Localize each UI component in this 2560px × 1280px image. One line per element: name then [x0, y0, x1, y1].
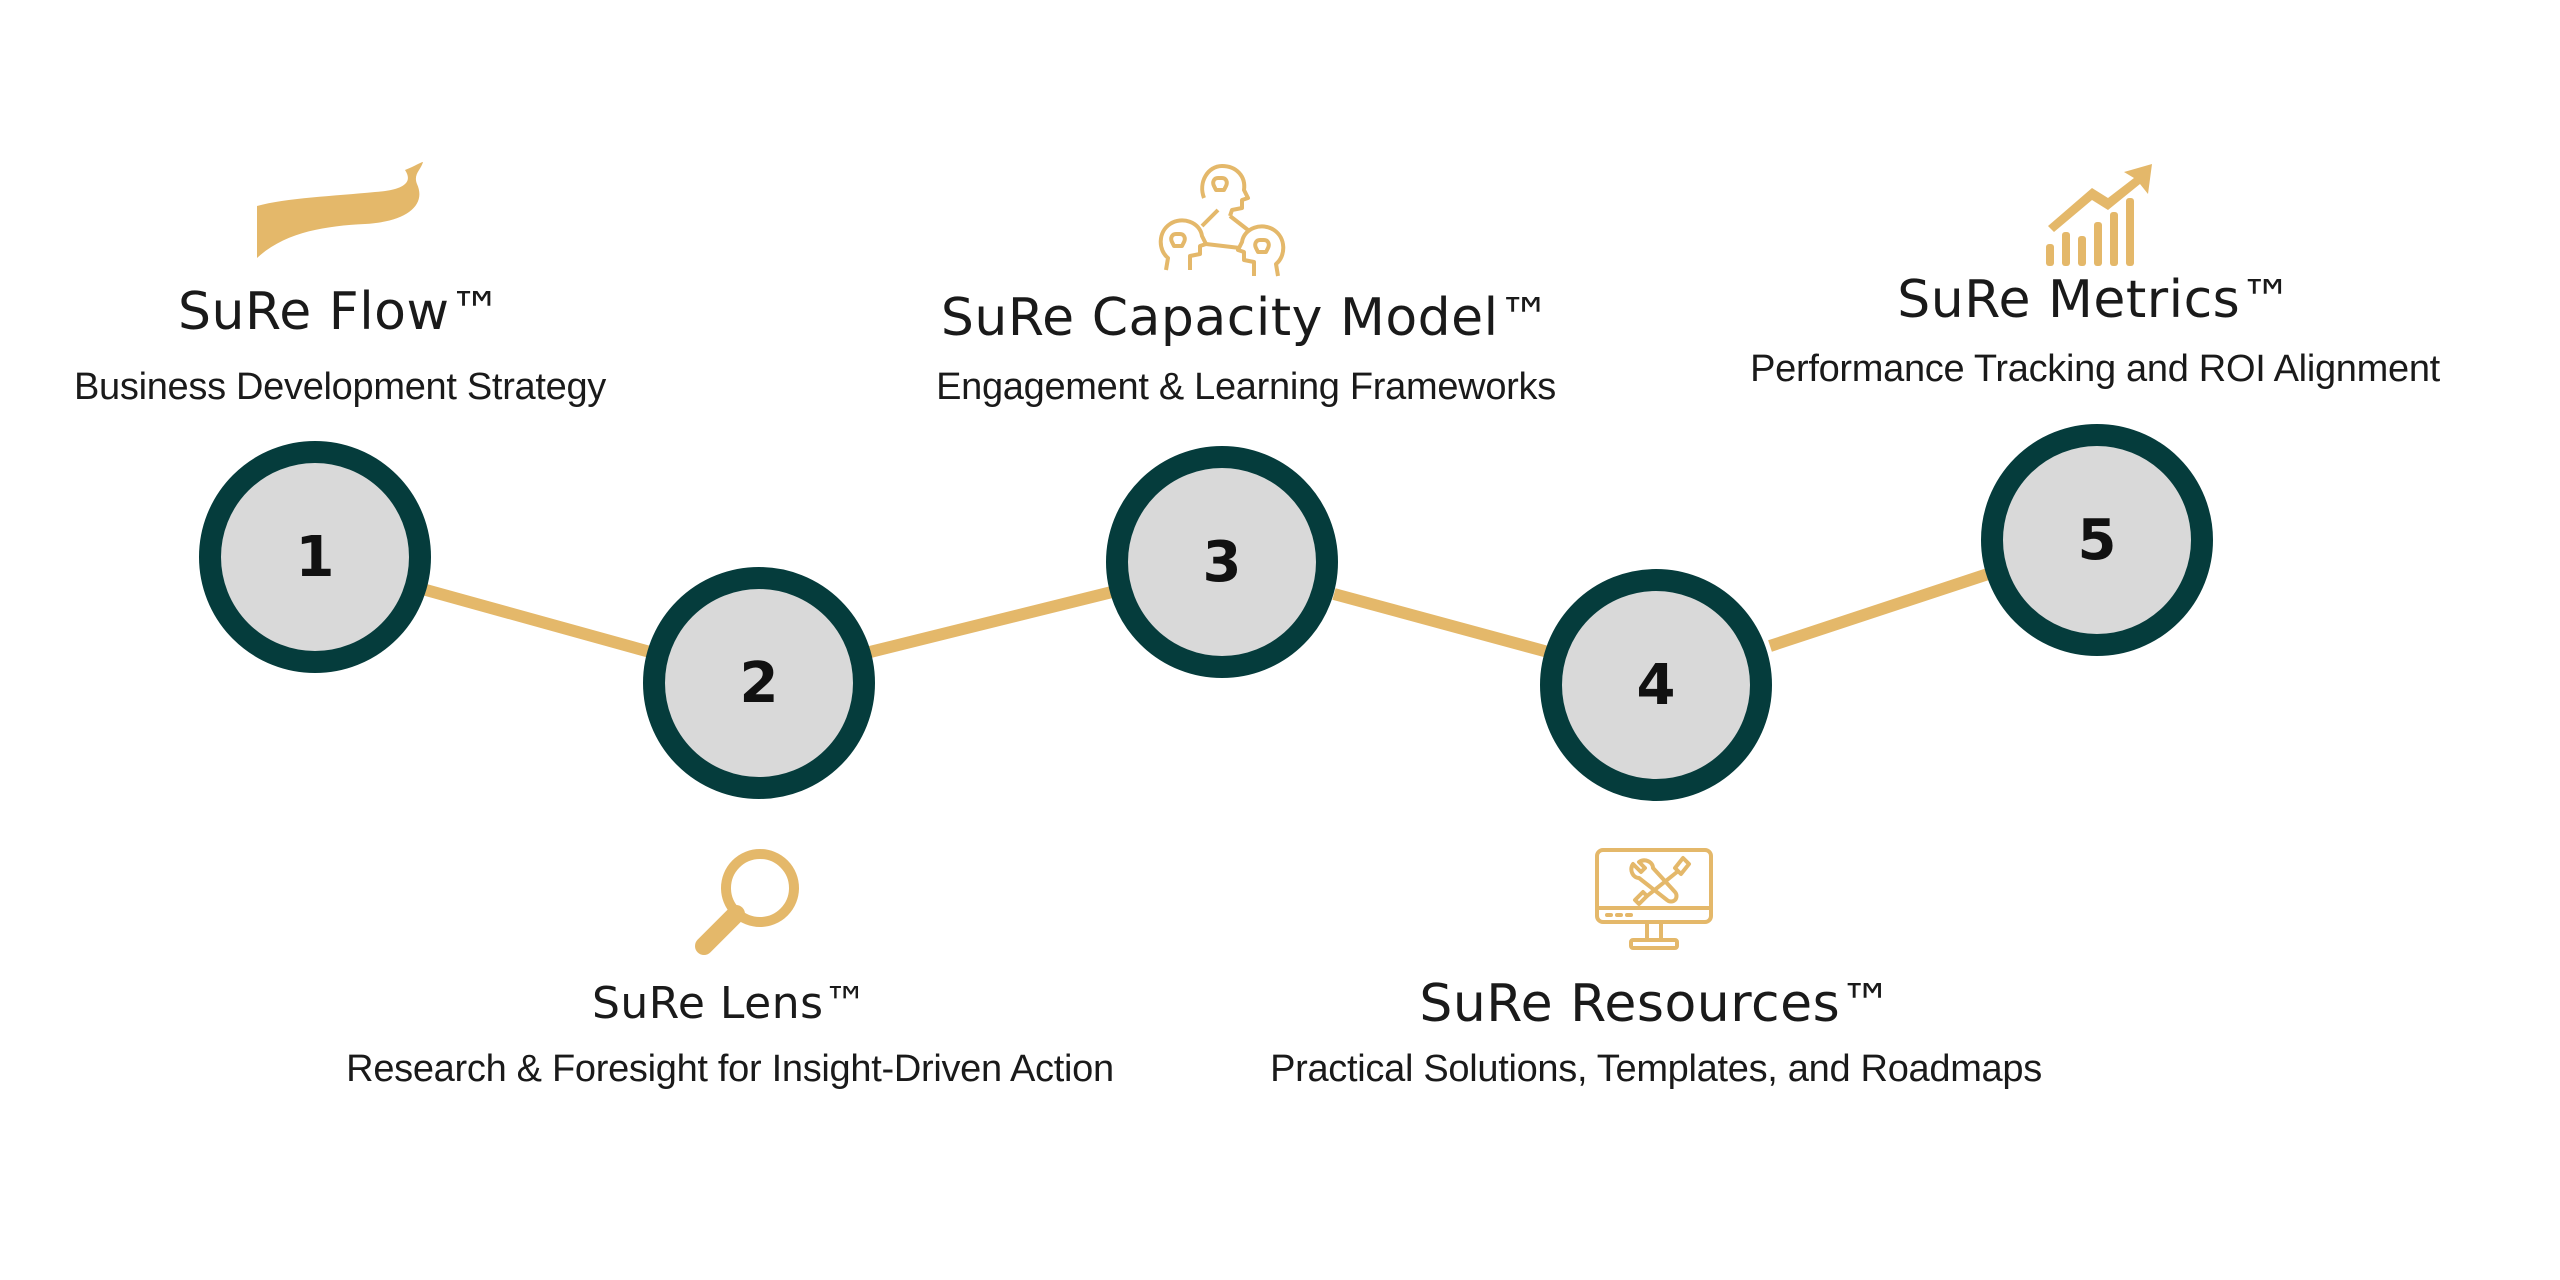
magnifier-icon: [695, 849, 799, 955]
connector-4-5: [1768, 568, 1990, 652]
idea-heads-network-icon: [1158, 164, 1286, 277]
step-4-number: 4: [1636, 652, 1676, 718]
step-4-circle: 4: [1540, 569, 1772, 801]
step-5-title: SuRe Metrics™: [1897, 270, 2293, 330]
step-1-number: 1: [295, 524, 335, 590]
step-3-number: 3: [1202, 529, 1242, 595]
step-2-circle: 2: [643, 567, 875, 799]
connector-3-4: [1332, 588, 1550, 658]
step-3-subtitle: Engagement & Learning Frameworks: [936, 366, 1556, 408]
ribbon-flow-icon: [257, 162, 423, 258]
step-2-title: SuRe Lens™: [591, 978, 869, 1029]
step-3-circle: 3: [1106, 446, 1338, 678]
connector-2-3: [868, 586, 1114, 658]
step-4-title: SuRe Resources™: [1419, 974, 1893, 1034]
step-1-title: SuRe Flow™: [178, 282, 502, 342]
step-4-subtitle: Practical Solutions, Templates, and Road…: [1270, 1048, 2042, 1090]
step-5-number: 5: [2077, 507, 2117, 573]
step-3-title: SuRe Capacity Model™: [940, 288, 1552, 348]
step-2-subtitle: Research & Foresight for Insight-Driven …: [346, 1048, 1114, 1090]
connector-1-2: [424, 584, 652, 658]
step-1-circle: 1: [199, 441, 431, 673]
step-2-number: 2: [739, 650, 779, 716]
monitor-tools-icon: [1595, 848, 1713, 950]
step-5-subtitle: Performance Tracking and ROI Alignment: [1750, 348, 2440, 390]
step-1-subtitle: Business Development Strategy: [73, 366, 607, 408]
step-5-circle: 5: [1981, 424, 2213, 656]
growth-chart-icon: [2046, 164, 2152, 266]
